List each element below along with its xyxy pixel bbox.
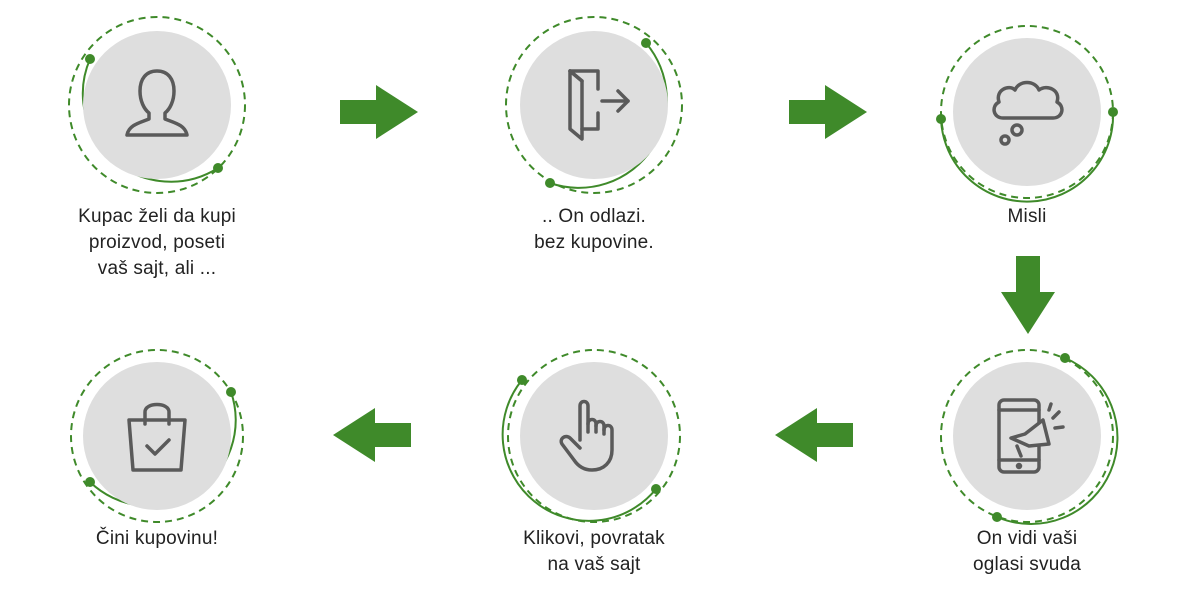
arrow-left-icon xyxy=(333,408,411,462)
caption-line: proizvod, poseti xyxy=(88,232,226,253)
step-4-ads xyxy=(897,306,1157,566)
pointing-hand-icon xyxy=(559,399,614,472)
step-5-click xyxy=(464,306,724,566)
step-3-caption: Misli xyxy=(897,204,1157,230)
caption-line: Čini kupovinu! xyxy=(95,528,219,549)
progress-ring xyxy=(936,25,1118,203)
arrow-right-icon xyxy=(340,85,418,139)
icon-disc xyxy=(953,362,1101,510)
person-icon xyxy=(125,69,189,137)
phone-megaphone-icon xyxy=(997,398,1065,474)
arrow-down-icon xyxy=(1001,256,1055,334)
icon-disc xyxy=(520,362,668,510)
step-5-caption: Klikovi, povratak na vaš sajt xyxy=(464,526,724,578)
caption-line: na vaš sajt xyxy=(547,554,641,575)
icon-disc xyxy=(953,38,1101,186)
progress-ring xyxy=(940,349,1119,525)
step-1-caption: Kupac želi da kupi proizvod, poseti vaš … xyxy=(27,204,287,282)
caption-line: Misli xyxy=(1007,206,1047,227)
shopping-bag-check-icon xyxy=(127,402,187,472)
step-4-caption: On vidi vaši oglasi svuda xyxy=(897,526,1157,578)
icon-disc xyxy=(83,31,231,179)
step-6-caption: Čini kupovinu! xyxy=(27,526,287,552)
thought-cloud-icon xyxy=(992,80,1064,146)
door-exit-icon xyxy=(568,69,630,141)
caption-line: vaš sajt, ali ... xyxy=(97,258,217,279)
arrow-left-icon xyxy=(775,408,853,462)
caption-line: bez kupovine. xyxy=(534,232,654,253)
step-2-leave xyxy=(464,0,724,235)
caption-line: Klikovi, povratak xyxy=(523,528,665,549)
icon-disc xyxy=(520,31,668,179)
progress-ring xyxy=(501,349,681,523)
caption-line: On vidi vaši xyxy=(976,528,1078,549)
progress-ring xyxy=(505,16,683,194)
caption-line: .. On odlazi. xyxy=(542,206,646,227)
arrow-right-icon xyxy=(789,85,867,139)
step-6-purchase xyxy=(27,306,287,566)
step-3-think xyxy=(897,0,1157,242)
caption-line: oglasi svuda xyxy=(972,554,1082,575)
step-2-caption: .. On odlazi. bez kupovine. xyxy=(464,204,724,256)
step-1-visit xyxy=(27,0,287,235)
icon-disc xyxy=(83,362,231,510)
caption-line: Kupac želi da kupi xyxy=(78,206,236,227)
